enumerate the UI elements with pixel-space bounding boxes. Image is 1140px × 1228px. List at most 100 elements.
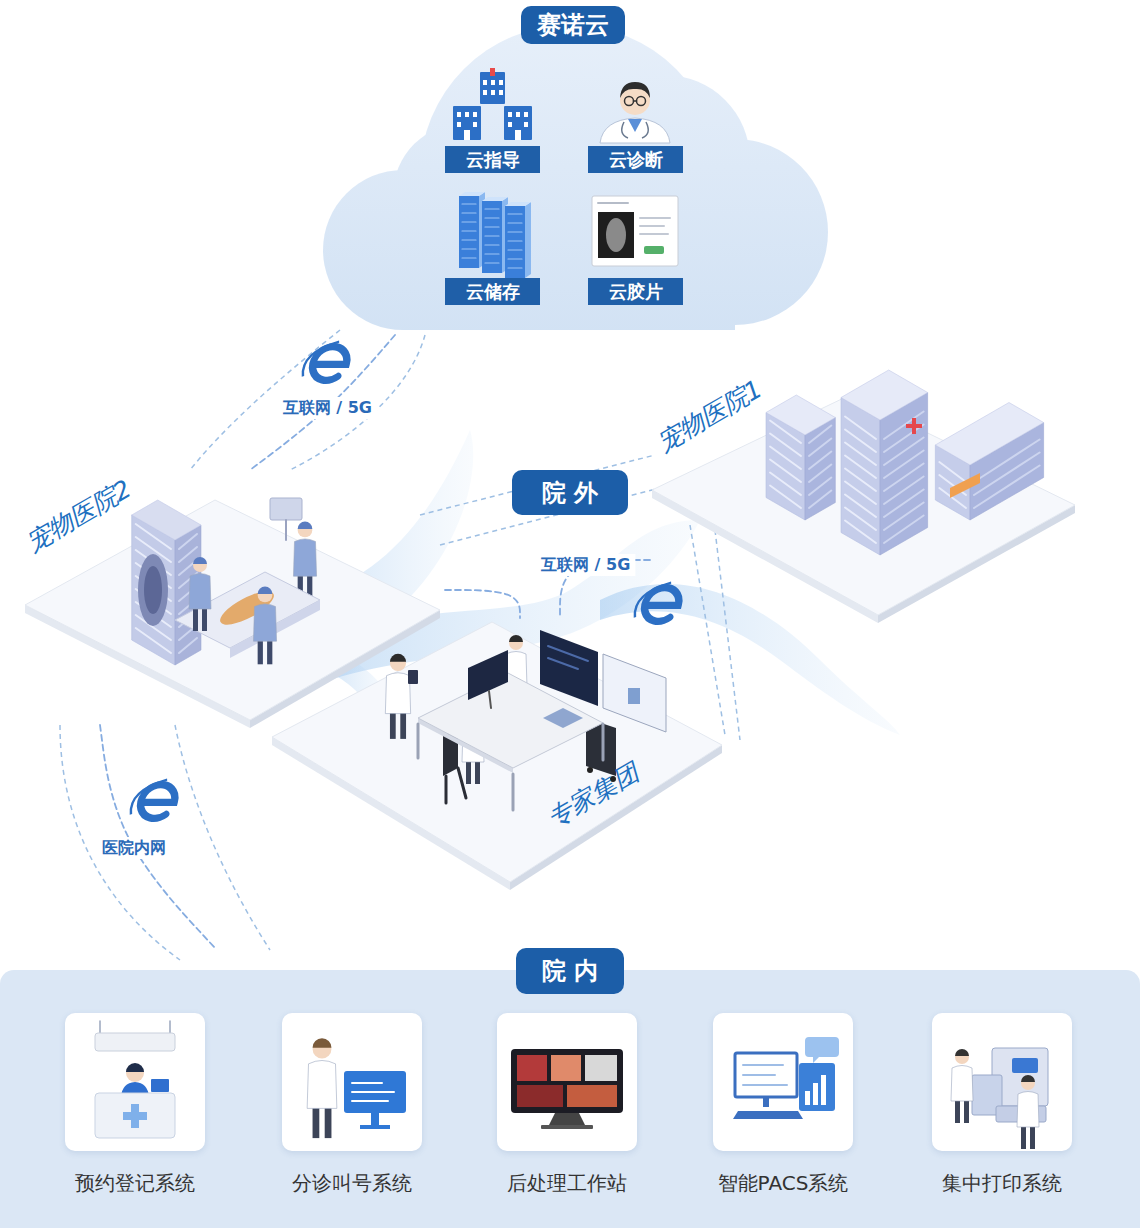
- illustration-part: [459, 192, 485, 196]
- illustration-part: [884, 464, 924, 492]
- illustration-part: [485, 244, 499, 245]
- illustration-part: [884, 412, 924, 440]
- illustration-part: [272, 622, 722, 882]
- illustration-part: [453, 68, 532, 140]
- illustration-part: [403, 200, 735, 330]
- illustration-part: [974, 466, 1040, 509]
- illustration-part: [841, 398, 880, 556]
- illustration-part: [652, 370, 1075, 623]
- illustration-part: [483, 80, 487, 85]
- system-card: 预约登记系统: [65, 1013, 205, 1208]
- illustration-part: [634, 583, 671, 618]
- illustration-part: [485, 217, 499, 218]
- illustration-part: [302, 342, 339, 377]
- illustration-part: [189, 574, 211, 610]
- illustration-part: [462, 212, 476, 213]
- illustration-part: [508, 222, 522, 223]
- illustration-part: [884, 477, 924, 505]
- illustration-part: [508, 240, 522, 241]
- illustration-part: [592, 196, 678, 266]
- illustration-part: [490, 68, 495, 76]
- illustration-part: [1021, 1075, 1035, 1082]
- illustration-part: [482, 197, 508, 201]
- illustration-part: [955, 1049, 969, 1056]
- illustration-part: [955, 1050, 969, 1064]
- illustration-part: [132, 515, 175, 665]
- illustration-part: [511, 1049, 623, 1113]
- building-block: [766, 395, 835, 520]
- illustration-part: [285, 520, 287, 540]
- building-block: [935, 403, 1043, 521]
- illustration-part: [598, 212, 634, 258]
- network-e-icon: [129, 780, 179, 819]
- section-badge: 院外: [512, 470, 628, 515]
- illustration-part: [805, 418, 835, 521]
- illustration-part: [385, 673, 410, 714]
- illustration-part: [417, 724, 420, 758]
- illustration-part: [845, 469, 876, 492]
- illustration-part: [743, 1064, 783, 1066]
- illustration-part: [935, 403, 1043, 466]
- network-link: [445, 590, 520, 618]
- illustration-part: [360, 1125, 390, 1129]
- illustration-part: [512, 774, 515, 810]
- illustration-part: [473, 112, 477, 117]
- illustration-part: [465, 112, 469, 117]
- illustration-part: [126, 1064, 144, 1082]
- illustration-part: [504, 106, 532, 140]
- illustration-part: [735, 1053, 797, 1097]
- edge-label: 互联网 / 5G: [536, 554, 635, 576]
- dashed-link: [690, 525, 725, 735]
- illustration-part: [640, 233, 668, 235]
- illustration-part: [144, 566, 162, 614]
- network-e-icon: [633, 583, 683, 622]
- illustration-part: [253, 604, 276, 641]
- illustration-part: [805, 1091, 810, 1105]
- illustration-part: [508, 122, 512, 127]
- illustration-part: [622, 122, 649, 138]
- illustration-part: [123, 1112, 147, 1120]
- illustration-part: [602, 724, 605, 760]
- section-panel: 院内预约登记系统分诊叫号系统后处理工作站智能PACS系统集中打印系统: [0, 948, 1140, 1228]
- illustration-part: [770, 447, 801, 470]
- illustration-part: [482, 201, 502, 273]
- illustration-part: [193, 558, 207, 572]
- illustration-part: [606, 218, 626, 252]
- illustration-part: [462, 230, 476, 231]
- tile-label: 云指导: [445, 146, 540, 173]
- illustration-part: [634, 100, 637, 102]
- illustration-part: [548, 658, 578, 669]
- illustration-part: [628, 119, 642, 132]
- card-label: 智能PACS系统: [673, 1170, 893, 1196]
- illustration-part: [845, 417, 876, 440]
- illustration-part: [640, 217, 670, 219]
- system-card: 后处理工作站: [497, 1013, 637, 1208]
- illustration-part: [598, 202, 628, 204]
- site-label: 宠物医院2: [21, 474, 136, 558]
- illustration-part: [884, 503, 924, 531]
- illustration-part: [620, 82, 650, 98]
- illustration-part: [766, 395, 835, 435]
- illustration-part: [625, 97, 634, 106]
- illustration-part: [459, 196, 479, 268]
- illustration-part: [884, 425, 924, 453]
- person-figure: [189, 557, 211, 631]
- illustration-part: [603, 654, 666, 732]
- illustration-part: [813, 1083, 818, 1105]
- illustration-part: [508, 258, 522, 259]
- illustration-part: [445, 776, 448, 803]
- illustration-part: [770, 434, 801, 457]
- edge-label: 医院内网: [97, 837, 171, 859]
- illustration-part: [480, 72, 505, 104]
- network-e-icon: [301, 342, 351, 381]
- illustration-part: [799, 1063, 835, 1111]
- illustration-part: [508, 231, 522, 232]
- illustration-part: [132, 500, 201, 540]
- illustration-part: [485, 226, 499, 227]
- person-figure: [1017, 1075, 1039, 1149]
- illustration-part: [462, 248, 476, 249]
- illustration-part: [489, 691, 491, 708]
- illustration-part: [344, 1071, 406, 1113]
- illustration-part: [169, 1021, 171, 1033]
